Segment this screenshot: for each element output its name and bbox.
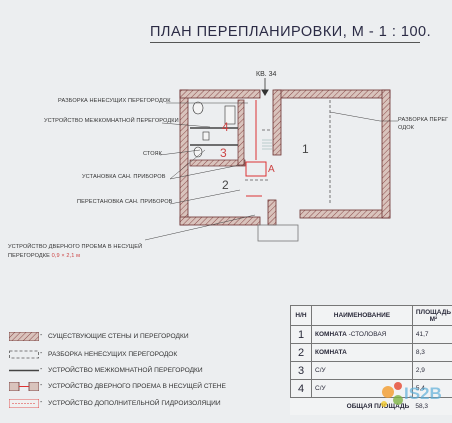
row-name-sub: -СТОЛОВАЯ [349,331,387,338]
row-number: 4 [291,380,312,398]
annotation-sanitary-install: УСТАНОВКА САН. ПРИБОРОВ [82,174,166,180]
room-number-2: 2 [222,178,229,192]
legend-symbol-demolition [9,350,39,359]
annotation-door-opening-word: ПЕРЕГОРОДКЕ [8,253,50,259]
row-number: 3 [291,362,312,380]
entrance-niche [258,225,298,241]
annotation-demolition-right: РАЗБОРКА ПЕРЕГ [398,117,448,123]
legend-dash: - [40,382,42,389]
row-name-main: С/У [315,367,326,374]
annotation-door-size: 0,9 × 2,1 м [52,253,80,259]
table-row: 1 КОМНАТА -СТОЛОВАЯ 41,7 [291,326,452,344]
room-label-a: A [268,164,275,175]
legend-symbol-new-partition [9,366,39,375]
legend-dash: - [40,399,42,406]
table-row: 2 КОМНАТА 8,3 [291,344,452,362]
annotation-demolition: РАЗБОРКА НЕНЕСУЩИХ ПЕРЕГОРОДОК [58,98,171,104]
existing-walls [180,90,390,225]
row-area: 8,3 [412,344,452,362]
stair-icon [262,140,272,149]
legend-new-partition: УСТРОЙСТВО МЕЖКОМНАТНОЙ ПЕРЕГОРОДКИ [48,367,203,374]
demolished-partitions [245,100,330,205]
room-number-1: 1 [302,142,309,156]
legend-door-opening: УСТРОЙСТВО ДВЕРНОГО ПРОЕМА В НЕСУЩЕЙ СТЕ… [48,383,226,390]
watermark-text: IS2B [404,384,442,404]
row-name-main: КОМНАТА [315,349,347,356]
legend-dash: - [40,332,42,339]
legend-demolition: РАЗБОРКА НЕНЕСУЩИХ ПЕРЕГОРОДОК [48,351,177,358]
entrance-arrow-icon [262,78,268,95]
row-name: КОМНАТА [312,344,413,362]
legend-symbol-door-opening [9,382,39,391]
col-header-name: НАИМЕНОВАНИЕ [312,306,413,326]
row-area: 41,7 [412,326,452,344]
legend-existing-walls: СУЩЕСТВУЮЩИЕ СТЕНЫ И ПЕРЕГОРОДКИ [48,333,189,340]
legend-symbol-existing-walls [9,332,39,341]
annotation-riser: СТОЯК [143,151,162,157]
row-name-main: КОМНАТА [315,331,347,338]
new-partitions [190,128,238,145]
annotation-door-opening-line2: ПЕРЕГОРОДКЕ 0,9 × 2,1 м [8,253,80,259]
legend-symbol-waterproofing [9,399,39,408]
legend-dash: - [40,366,42,373]
annotation-sanitary-move: ПЕРЕСТАНОВКА САН. ПРИБОРОВ [77,199,173,205]
row-number: 2 [291,344,312,362]
room-number-3: 3 [220,146,227,160]
legend-waterproofing: УСТРОЙСТВО ДОПОЛНИТЕЛЬНОЙ ГИДРОИЗОЛЯЦИИ [48,400,221,407]
col-header-area: ПЛОЩАДЬ М² [412,306,452,326]
table-header-row: Н/Н НАИМЕНОВАНИЕ ПЛОЩАДЬ М² [291,306,452,326]
legend-dash: - [40,350,42,357]
watermark-logo: IS2B [376,374,446,418]
room-number-4: 4 [222,120,229,134]
apartment-label: КВ. 34 [256,71,276,78]
col-header-number: Н/Н [291,306,312,326]
row-name: КОМНАТА -СТОЛОВАЯ [312,326,413,344]
annotation-interroom-partition: УСТРОЙСТВО МЕЖКОМНАТНОЙ ПЕРЕГОРОДКИ [44,118,179,124]
footer-spacer [291,398,312,416]
row-number: 1 [291,326,312,344]
annotation-door-opening: УСТРОЙСТВО ДВЕРНОГО ПРОЕМА В НЕСУЩЕЙ [8,244,142,250]
annotation-demolition-right-2: ОДОК [398,125,414,131]
red-marks [246,100,266,196]
row-name-main: С/У [315,385,326,392]
